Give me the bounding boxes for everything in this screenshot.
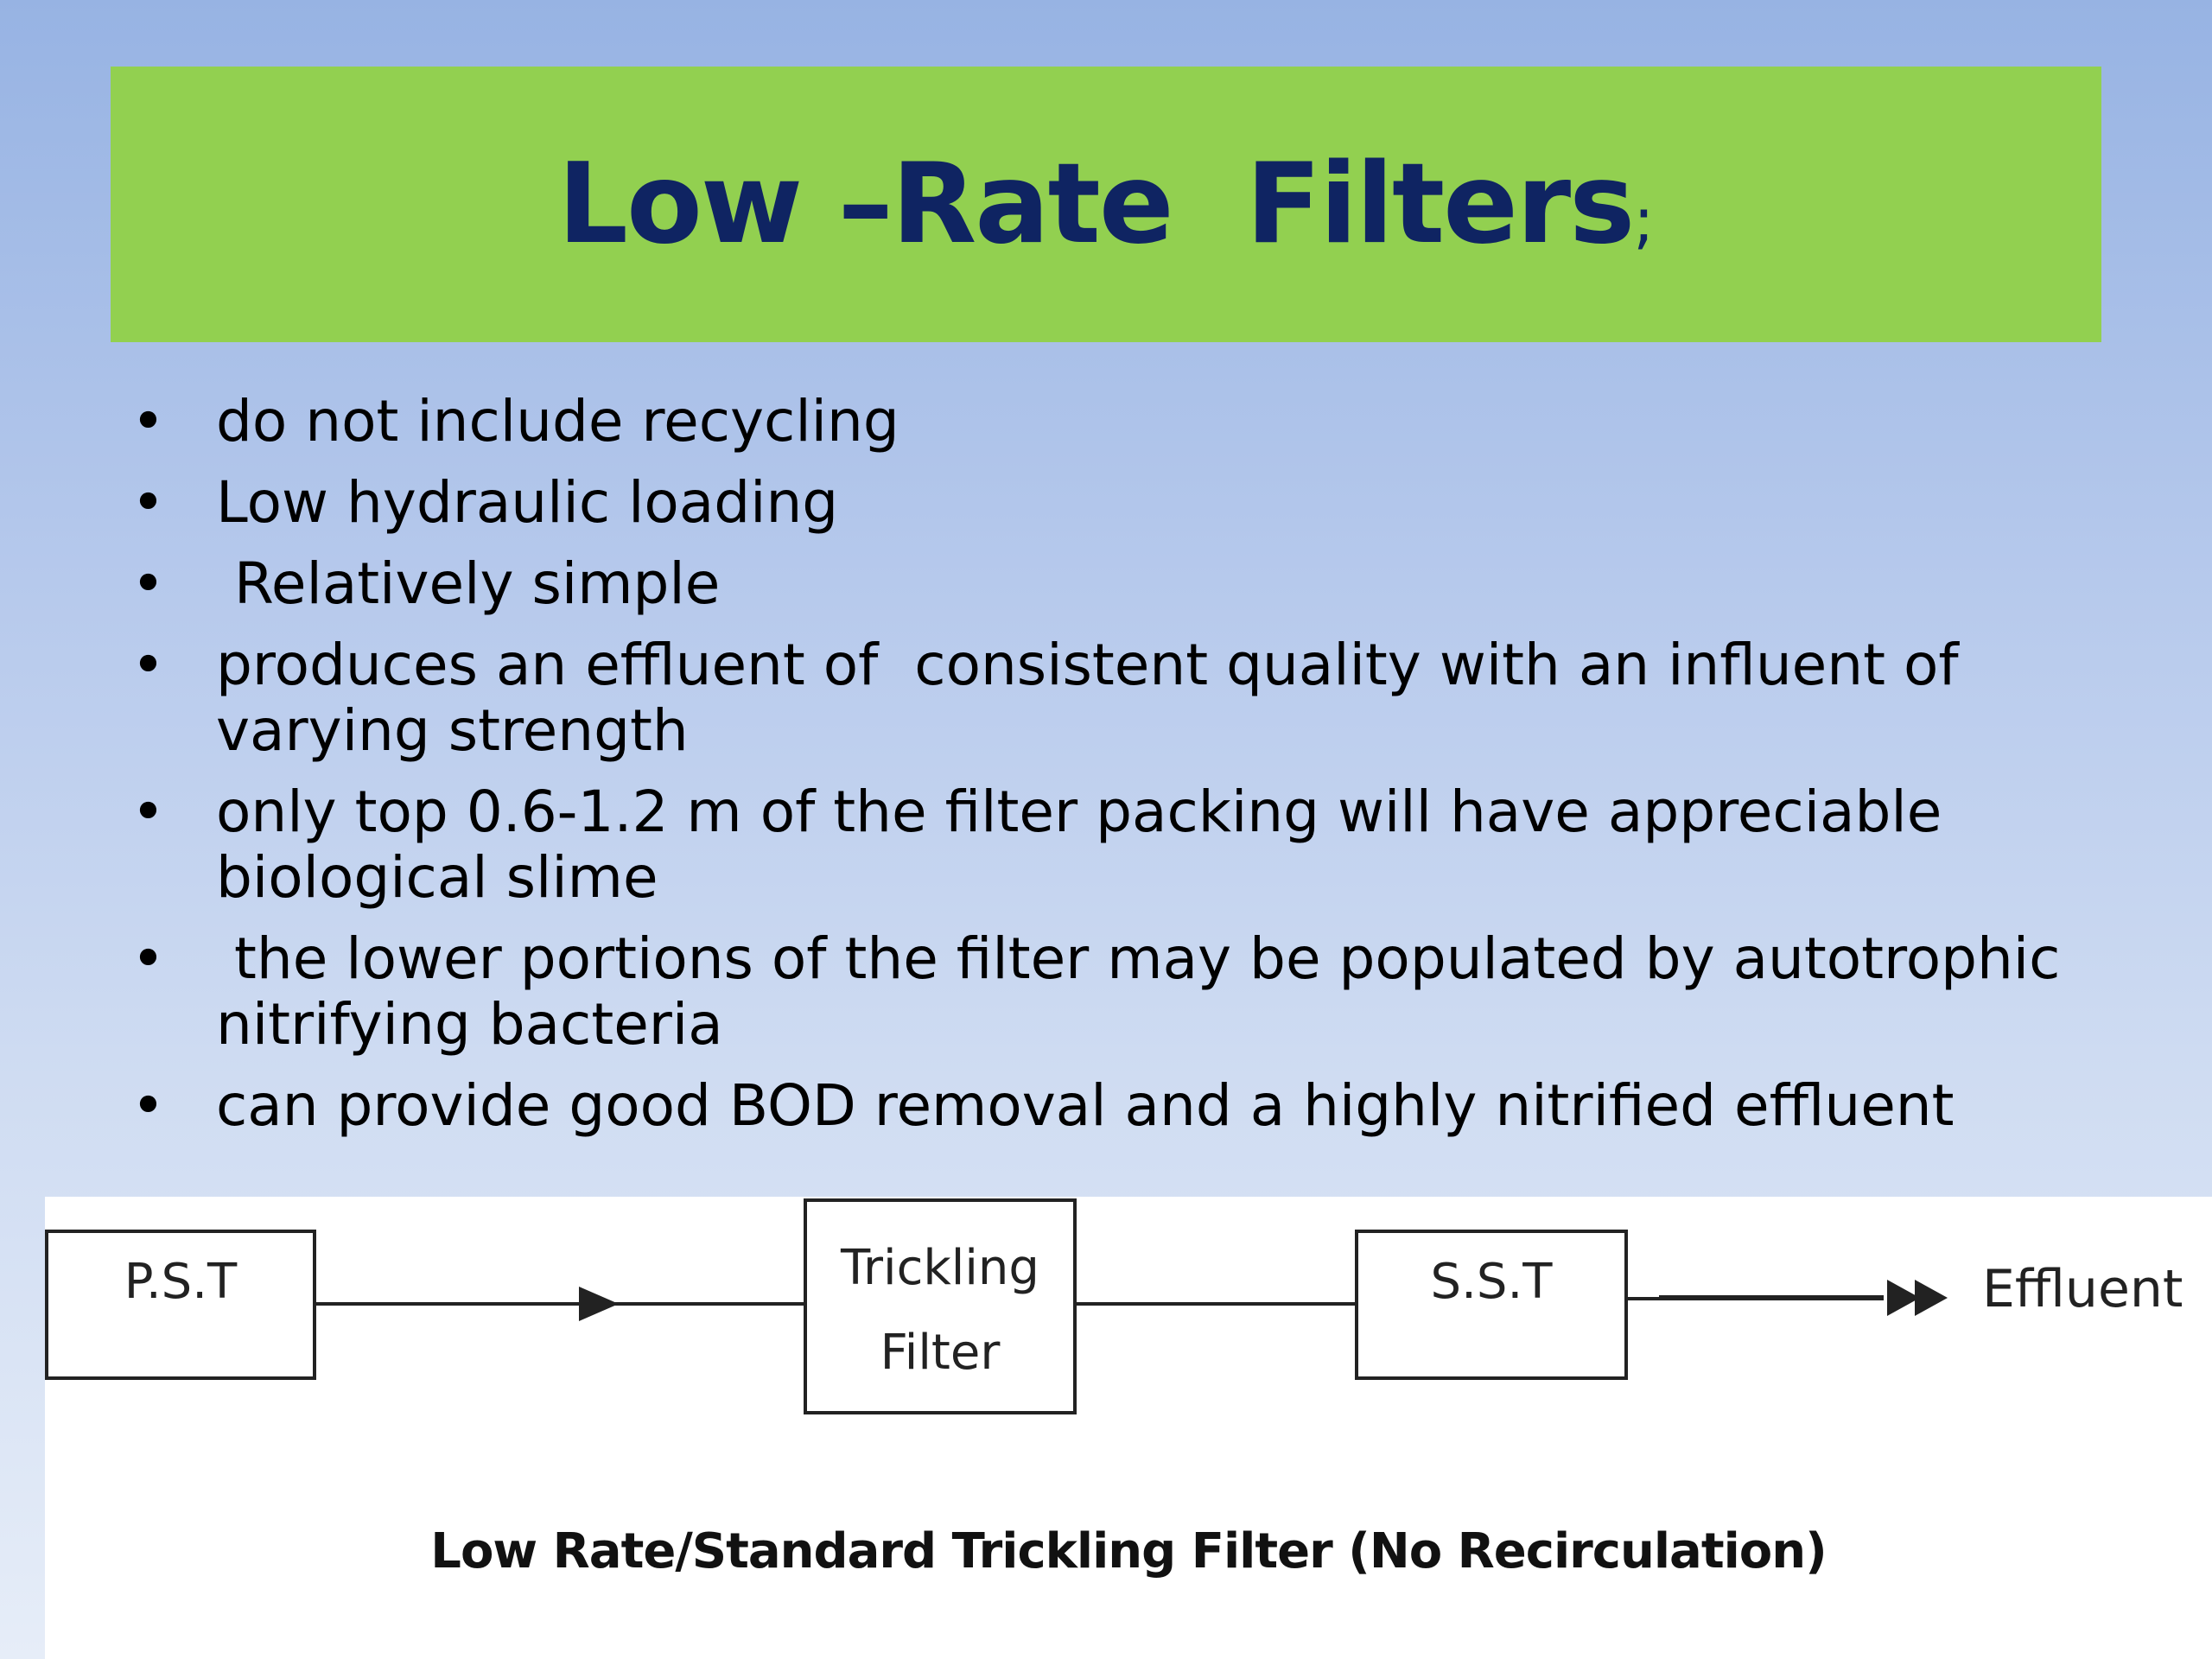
bullet-marker: •	[131, 632, 165, 698]
bullet-text: Relatively simple	[216, 550, 721, 617]
process-flow-diagram: P.S.T Trickling Filter S.S.T Effluent Lo…	[45, 1197, 2212, 1659]
bullet-marker: •	[131, 925, 165, 992]
trickling-filter-label-line2: Filter	[880, 1325, 1001, 1381]
bullet-marker: •	[131, 550, 165, 617]
bullet-item: • produces an effluent of consistent qual…	[130, 632, 2117, 764]
sst-box: S.S.T	[1355, 1230, 1628, 1380]
connector-filter-to-sst	[1077, 1302, 1400, 1306]
bullet-text: can provide good BOD removal and a highl…	[216, 1072, 1955, 1139]
bullet-text: only top 0.6-1.2 m of the filter packing…	[216, 779, 1942, 911]
connector-pst-to-filter	[316, 1302, 804, 1306]
diagram-caption: Low Rate/Standard Trickling Filter (No R…	[430, 1523, 1827, 1580]
bullet-text: produces an effluent of consistent quali…	[216, 632, 1959, 764]
bullet-item: • Relatively simple	[130, 551, 2117, 617]
bullet-marker: •	[131, 469, 165, 536]
pst-box: P.S.T	[45, 1230, 316, 1380]
trickling-filter-box: Trickling Filter	[804, 1198, 1077, 1414]
bullet-text: the lower portions of the filter may be …	[216, 925, 2061, 1058]
bullet-item: • Low hydraulic loading	[130, 470, 2117, 536]
sst-label: S.S.T	[1430, 1254, 1553, 1310]
bullet-item: • do not include recycling	[130, 389, 2117, 454]
bullet-list: • do not include recycling • Low hydraulic…	[130, 389, 2117, 1154]
double-arrowhead-icon	[1887, 1280, 1948, 1316]
bullet-item: • the lower portions of the filter may b…	[130, 926, 2117, 1058]
arrowhead-icon	[579, 1287, 619, 1321]
bullet-text: do not include recycling	[216, 388, 899, 454]
slide-title: Low –Rate Filters;	[557, 140, 1654, 269]
slide-title-suffix: ;	[1633, 184, 1655, 257]
bullet-marker: •	[131, 388, 165, 454]
effluent-label: Effluent	[1982, 1259, 2183, 1319]
bullet-marker: •	[131, 1072, 165, 1139]
bullet-item: • only top 0.6-1.2 m of the filter packin…	[130, 779, 2117, 911]
bullet-text: Low hydraulic loading	[216, 469, 839, 536]
slide-title-text: Low –Rate Filters	[557, 140, 1635, 269]
bullet-item: • can provide good BOD removal and a high…	[130, 1073, 2117, 1139]
connector-sst-to-effluent	[1628, 1297, 1659, 1300]
pst-label: P.S.T	[124, 1254, 238, 1310]
trickling-filter-label-line1: Trickling	[841, 1240, 1039, 1296]
bullet-marker: •	[131, 779, 165, 845]
effluent-arrow-shaft	[1659, 1295, 1884, 1300]
title-banner: Low –Rate Filters;	[111, 67, 2101, 342]
